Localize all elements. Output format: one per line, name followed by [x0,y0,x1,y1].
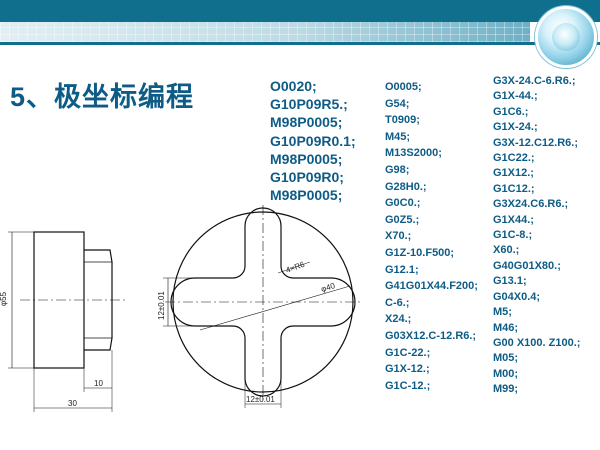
code-line: G98; [385,163,410,176]
code-line: G3X-12.C12.R6.; [493,136,578,149]
code-line: G1C6.; [493,105,529,118]
code-line: G28H0.; [385,180,427,193]
side-length-step-label: 10 [94,379,103,388]
banner-divider [0,42,600,45]
corner-radius-label: 4×R6 [285,260,307,275]
code-line: G3X-24.C-6.R6.; [493,75,576,87]
code-line: G00 X100. Z100.; [493,336,581,349]
side-diameter-label: φ55 [0,291,8,306]
code-line: G54; [385,97,410,110]
code-line: G1X44.; [493,213,534,226]
subprogram-list-part1: O0005; G54; T0909; M45; M13S2000; G98; G28H0.;… [385,79,478,394]
code-line: M45; [385,130,411,143]
code-line: M13S2000; [385,147,442,160]
code-line: G1C-8.; [493,229,533,242]
code-line: G03X12.C-12.R6.; [385,329,477,342]
code-line: M98P0005; [270,114,343,131]
header-banner [0,0,600,58]
code-line: G1X12.; [493,167,534,180]
side-length-total-label: 30 [68,399,77,408]
code-line: M98P0005; [270,150,343,167]
code-line: G41G01X44.F200; [385,280,478,293]
code-line: G04X0.4; [493,290,541,303]
globe-logo-icon [535,6,597,68]
side-view [8,231,125,412]
code-line: M5; [493,306,512,319]
circle-diameter-label: φ40 [320,281,337,294]
code-line: X60.; [493,244,520,257]
code-line: G1Z-10.F500; [385,246,455,259]
code-line: T0909; [385,114,420,127]
code-line: M99; [493,383,519,396]
code-line: O0005; [385,81,422,93]
banner-band [0,0,600,22]
globe-logo-core [552,23,580,51]
main-program-list: O0020;G10P09R5.;M98P0005;G10P09R0.1;M98P… [270,77,356,204]
code-line: G1X-12.; [385,363,430,376]
code-line: M46; [493,321,519,334]
code-line: G0C0.; [385,197,421,210]
front-view [163,205,360,408]
code-line: G40G01X80.; [493,259,561,272]
vertical-slot-width-label: 12±0.01 [157,291,166,320]
horizontal-slot-width-label: 12±0.01 [246,395,275,404]
code-line: G1C-22.; [385,346,431,359]
code-line: G10P09R0; [270,169,344,186]
code-line: G0Z5.; [385,213,420,226]
code-line: G13.1; [493,275,527,288]
code-line: C-6.; [385,296,410,309]
code-line: G1C-12.; [385,379,431,392]
code-line: M00; [493,367,519,380]
code-line: G3X24.C6.R6.; [493,198,569,211]
code-line: O0020; [270,78,317,94]
code-line: G1C22.; [493,152,535,165]
code-line: X70.; [385,230,412,243]
code-line: X24.; [385,313,412,326]
code-line: M05; [493,352,519,365]
banner-grid-strip [0,22,530,42]
code-line: G10P09R5.; [270,96,348,113]
code-line: M98P0005; [270,187,343,204]
code-line: G1X-24.; [493,121,538,134]
subprogram-list-part2: G3X-24.C-6.R6.; G1X-44.; G1C6.; G1X-24.; G3X… [493,74,580,398]
code-line: G1X-44.; [493,90,538,103]
code-line: G12.1; [385,263,419,276]
slide-title: 5、极坐标编程 [10,82,195,112]
code-line: G10P09R0.1; [270,132,356,149]
code-line: G1C12.; [493,182,535,195]
